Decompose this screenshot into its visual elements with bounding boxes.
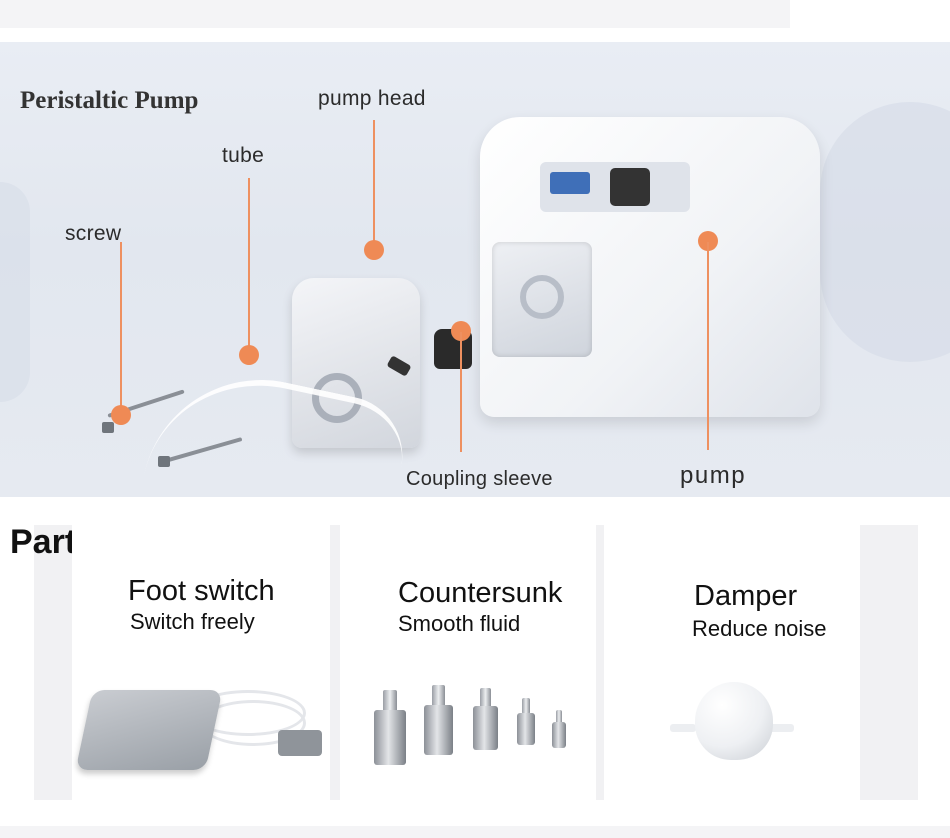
part-subtitle: Smooth fluid [398,611,521,636]
hero-title: Peristaltic Pump [20,87,199,114]
product-hero: Peristaltic Pump pump head tube screw Co… [0,42,950,497]
label-pump-head: pump head [318,87,426,110]
part-title: Countersunk [398,577,563,609]
pump-control-panel [540,162,690,212]
leader-line [373,120,375,248]
countersunk-fitting-image [374,710,406,765]
fitting-stem [432,685,445,707]
leader-line [120,242,122,408]
background-glass [0,182,30,402]
label-tube: tube [222,144,265,167]
countersunk-fitting-image [552,722,566,748]
screw-cap [102,422,114,433]
marker-dot [698,231,718,251]
pump-head-mount [492,242,592,357]
leader-line [248,178,250,356]
top-strip [0,0,790,28]
leader-line [460,332,462,452]
screw-cap [158,456,170,467]
marker-dot [239,345,259,365]
marker-dot [111,405,131,425]
part-title: Foot switch [128,575,275,607]
damper-image [695,682,773,760]
foot-switch-connector [278,730,322,756]
countersunk-fitting-image [473,706,498,750]
damper-nozzle [670,724,696,732]
fitting-stem [522,698,530,714]
background-figure [820,102,950,362]
part-subtitle: Reduce noise [692,616,827,641]
damper-nozzle [768,724,794,732]
pump-keypad [610,168,650,206]
marker-dot [451,321,471,341]
pump-head-rotor [312,373,362,423]
pump-display [550,172,590,194]
leader-line [707,242,709,450]
label-screw: screw [65,222,122,245]
fitting-stem [556,710,562,724]
label-pump: pump [680,462,747,489]
pump-head-lever [386,355,412,377]
part-title: Damper [694,580,798,612]
pump-drive-ring [520,275,564,319]
pump-head-illustration [292,278,420,448]
foot-switch-image [75,690,223,770]
bottom-strip [0,826,950,838]
label-coupling-sleeve: Coupling sleeve [406,468,553,490]
fitting-stem [480,688,491,708]
countersunk-fitting-image [517,713,535,745]
countersunk-fitting-image [424,705,453,755]
marker-dot [364,240,384,260]
part-subtitle: Switch freely [130,609,255,634]
fitting-stem [383,690,397,712]
pump-illustration [480,117,820,417]
